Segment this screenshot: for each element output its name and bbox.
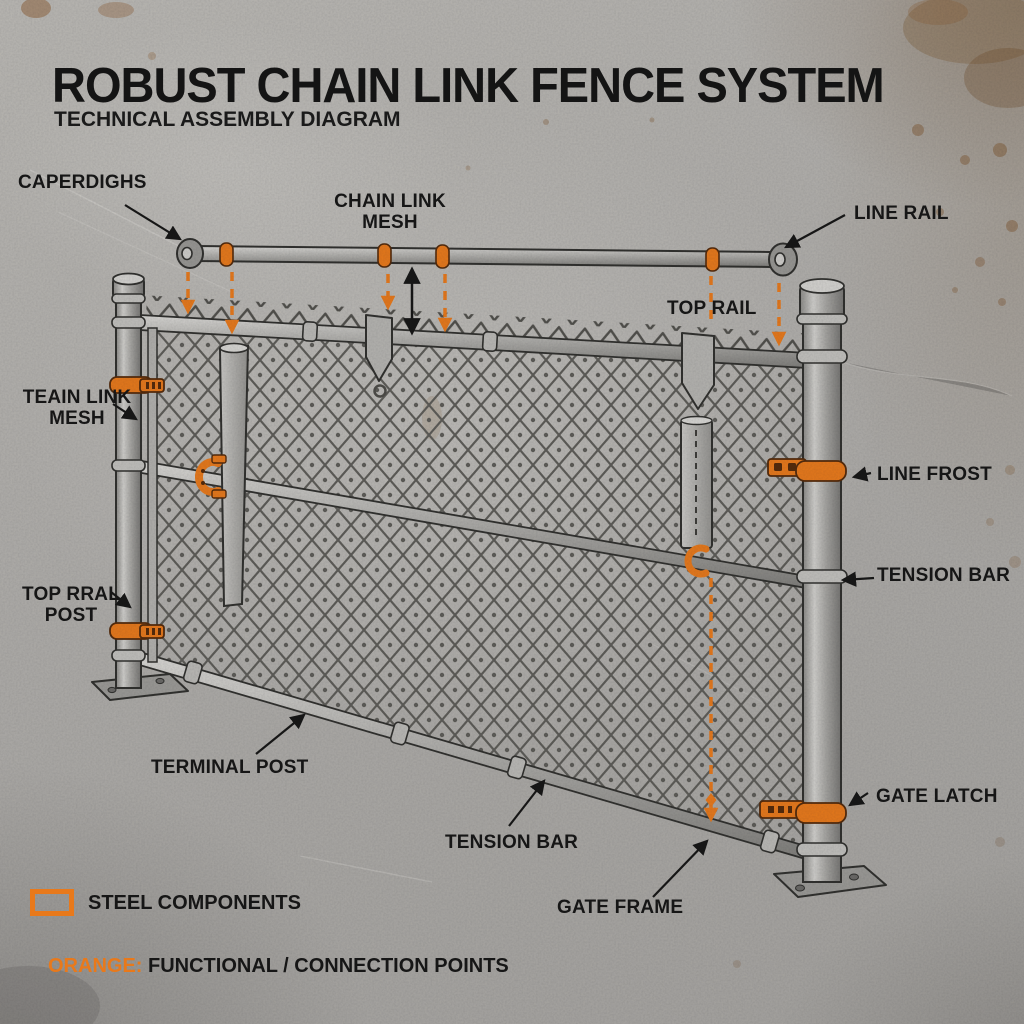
- legend-orange-text: FUNCTIONAL / CONNECTION POINTS: [142, 955, 509, 977]
- callout-chain-link-mesh: CHAIN LINK MESH: [334, 191, 446, 234]
- legend-orange-note: ORANGE: FUNCTIONAL / CONNECTION POINTS: [48, 955, 509, 978]
- page-title: ROBUST CHAIN LINK FENCE SYSTEM: [52, 57, 885, 113]
- callout-line-frost: LINE FROST: [877, 464, 992, 485]
- steel-swatch-icon: [30, 889, 74, 916]
- callout-line-rail: LINE RAIL: [854, 203, 949, 224]
- callout-caperdighs: CAPERDIGHS: [18, 172, 147, 193]
- page-subtitle: TECHNICAL ASSEMBLY DIAGRAM: [54, 108, 401, 131]
- callout-top-rral-post: TOP RRAL POST: [21, 584, 121, 627]
- callout-teain-link-mesh: TEAIN LINK MESH: [22, 387, 132, 430]
- callout-terminal-post: TERMINAL POST: [151, 757, 309, 778]
- callout-top-rail: TOP RAIL: [667, 298, 757, 319]
- callout-tension-bar-bottom: TENSION BAR: [445, 832, 579, 853]
- legend-steel-components: STEEL COMPONENTS: [88, 892, 301, 914]
- callout-gate-latch: GATE LATCH: [876, 786, 998, 807]
- callout-tension-bar-right: TENSION BAR: [877, 565, 1011, 586]
- callout-gate-frame: GATE FRAME: [557, 897, 684, 918]
- legend-orange-prefix: ORANGE:: [48, 955, 143, 977]
